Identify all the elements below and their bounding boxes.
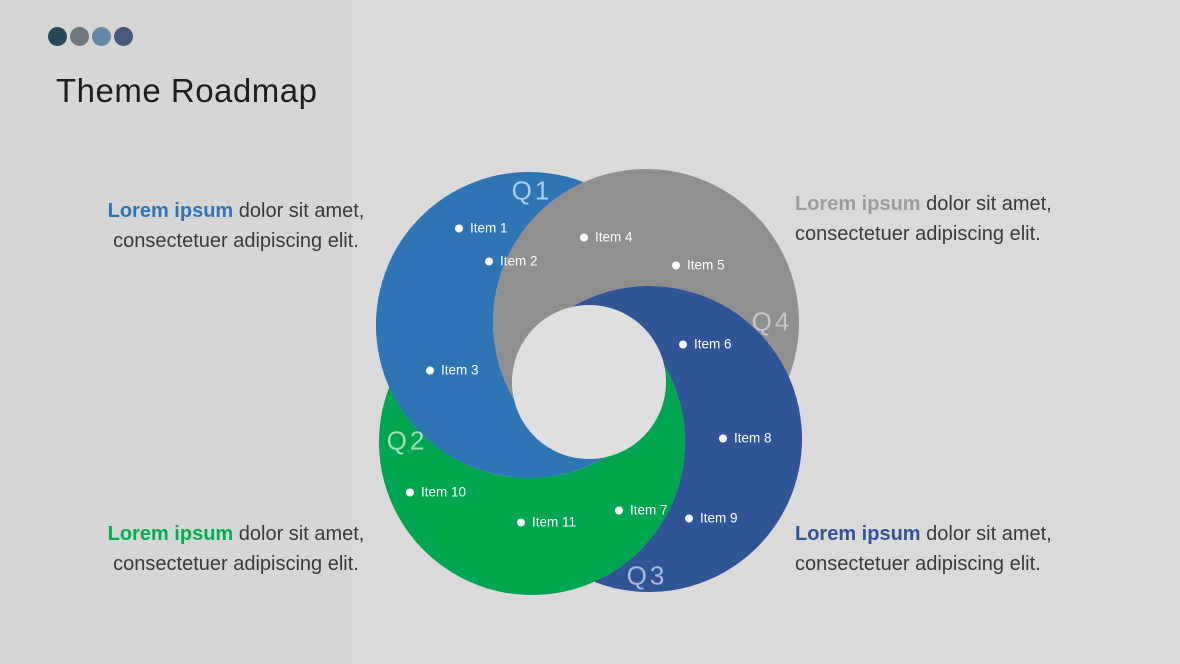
callout-lead: Lorem ipsum — [107, 523, 234, 545]
callout-line-2: consectetuer adipiscing elit. — [113, 553, 359, 575]
item-label: Item 11 — [532, 514, 577, 530]
bullet-icon — [426, 366, 434, 374]
item-label: Item 1 — [470, 220, 508, 236]
callout-bottom-left: Lorem ipsum dolor sit amet, consectetuer… — [88, 519, 384, 579]
bullet-icon — [615, 506, 623, 514]
item-marker-2: Item 2 — [485, 254, 538, 269]
item-marker-9: Item 9 — [685, 511, 738, 526]
item-label: Item 3 — [441, 362, 479, 378]
bullet-icon — [679, 340, 687, 348]
item-label: Item 7 — [630, 502, 668, 518]
callout-line-1: Lorem ipsum dolor sit amet, — [795, 519, 1095, 549]
quarter-label-q3: Q3 — [626, 560, 668, 591]
callout-top-right: Lorem ipsum dolor sit amet, consectetuer… — [795, 189, 1095, 249]
callout-rest: dolor sit amet, — [920, 523, 1052, 545]
bullet-icon — [580, 233, 588, 241]
item-label: Item 8 — [734, 430, 772, 446]
item-marker-8: Item 8 — [719, 431, 772, 446]
bullet-icon — [685, 514, 693, 522]
item-label: Item 9 — [700, 510, 738, 526]
item-label: Item 10 — [421, 484, 467, 500]
item-marker-5: Item 5 — [672, 258, 725, 273]
item-label: Item 5 — [687, 257, 725, 273]
callout-lead: Lorem ipsum — [795, 193, 921, 215]
item-label: Item 6 — [694, 336, 732, 352]
callout-line-2: consectetuer adipiscing elit. — [113, 230, 359, 252]
bullet-icon — [672, 261, 680, 269]
bullet-icon — [719, 434, 727, 442]
decor-dots — [48, 27, 133, 46]
item-label: Item 4 — [595, 229, 633, 245]
callout-line-1: Lorem ipsum dolor sit amet, — [795, 189, 1095, 219]
callout-line-1: Lorem ipsum dolor sit amet, — [88, 196, 384, 226]
callout-rest: dolor sit amet, — [920, 193, 1052, 215]
callout-line-1: Lorem ipsum dolor sit amet, — [88, 519, 384, 549]
item-marker-6: Item 6 — [679, 337, 732, 352]
item-label: Item 2 — [500, 253, 538, 269]
callout-top-left: Lorem ipsum dolor sit amet, consectetuer… — [88, 196, 384, 256]
callout-line-2: consectetuer adipiscing elit. — [795, 553, 1041, 575]
decor-dot-2 — [70, 27, 89, 46]
decor-dot-3 — [92, 27, 111, 46]
item-marker-4: Item 4 — [580, 230, 633, 245]
decor-dot-4 — [114, 27, 133, 46]
page-title: Theme Roadmap — [56, 72, 318, 109]
callout-lead: Lorem ipsum — [107, 200, 234, 222]
callout-rest: dolor sit amet, — [233, 523, 365, 545]
callout-line-2: consectetuer adipiscing elit. — [795, 223, 1041, 245]
bullet-icon — [406, 488, 414, 496]
decor-dot-1 — [48, 27, 67, 46]
quarter-label-q4: Q4 — [751, 306, 793, 337]
item-marker-11: Item 11 — [517, 515, 576, 530]
bullet-icon — [485, 257, 493, 265]
bullet-icon — [517, 518, 525, 526]
bullet-icon — [455, 224, 463, 232]
center-hole — [512, 305, 666, 459]
quarter-label-q2: Q2 — [386, 425, 428, 456]
quarter-label-q1: Q1 — [511, 175, 553, 206]
item-marker-3: Item 3 — [426, 363, 479, 378]
callout-lead: Lorem ipsum — [795, 523, 921, 545]
item-marker-7: Item 7 — [615, 503, 668, 518]
item-marker-10: Item 10 — [406, 485, 466, 500]
item-marker-1: Item 1 — [455, 221, 508, 236]
callout-rest: dolor sit amet, — [233, 200, 365, 222]
callout-bottom-right: Lorem ipsum dolor sit amet, consectetuer… — [795, 519, 1095, 579]
